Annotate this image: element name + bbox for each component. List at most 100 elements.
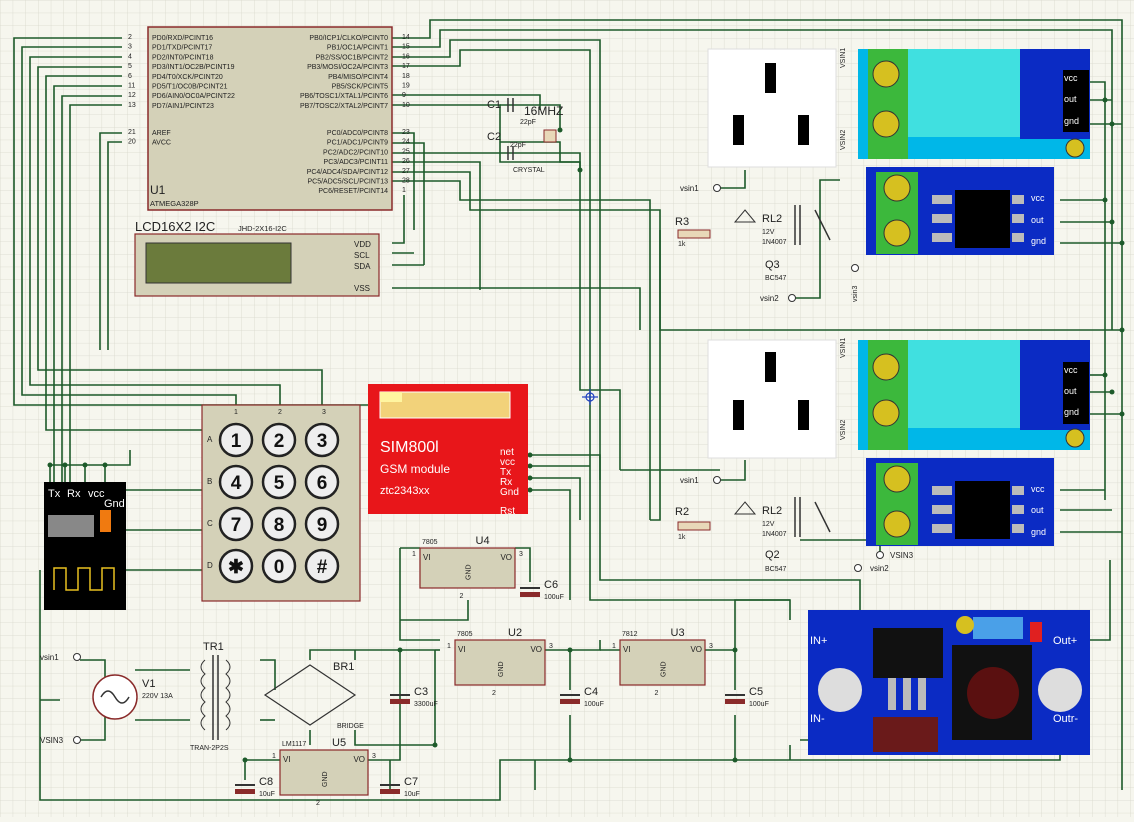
mcu-pin-number: 18: [402, 73, 410, 80]
reg-pin2: 2: [460, 593, 464, 600]
reg-gnd: GND: [322, 771, 329, 787]
relay-module-1[interactable]: vcc out gnd: [866, 167, 1054, 255]
driver1-in: vsin1: [680, 184, 699, 193]
cap-name: C8: [259, 776, 273, 788]
keypad-key[interactable]: 0: [261, 548, 297, 584]
mcu-pin-label: AVCC: [152, 140, 171, 147]
keypad-key[interactable]: 1: [218, 422, 254, 458]
reg-vo: VO: [500, 553, 512, 562]
keypad-key[interactable]: 7: [218, 506, 254, 542]
gsm-pin-vcc: vcc: [500, 457, 515, 468]
keypad-key[interactable]: 6: [304, 464, 340, 500]
buck-in-plus: IN+: [810, 635, 827, 647]
keypad-key-label: 5: [274, 473, 285, 494]
keypad-key[interactable]: 2: [261, 422, 297, 458]
crystal-freq: 16MHZ: [524, 104, 563, 118]
sensor1-gnd: gnd: [1064, 116, 1079, 126]
driver2-r: R2: [675, 506, 689, 518]
relay1-gnd: gnd: [1031, 236, 1046, 246]
serial-tx: Tx: [48, 488, 61, 500]
mcu-part: ATMEGA328P: [150, 199, 199, 208]
current-sensor-2[interactable]: VSIN1 VSIN2 vcc out gnd: [840, 338, 1090, 450]
keypad-key[interactable]: 3: [304, 422, 340, 458]
mcu-pin-number: 5: [128, 63, 132, 70]
reg-part: 7805: [457, 631, 473, 638]
crystal-circuit[interactable]: C1 16MHZ 22pF C2 22pF CRYSTAL: [487, 98, 563, 174]
sensor1-vcc: vcc: [1064, 73, 1078, 83]
relay2-gnd: gnd: [1031, 527, 1046, 537]
reg-pin1: 1: [272, 753, 276, 760]
sensor1-out: out: [1064, 94, 1077, 104]
gsm-subtitle: GSM module: [380, 462, 450, 476]
keypad-row-label: B: [207, 477, 212, 486]
relay-driver-2[interactable]: vsin1 R2 1k RL2 12V 1N4007 Q2 BC547 vsin…: [675, 476, 914, 573]
tr1-part: TRAN-2P2S: [190, 745, 229, 752]
reg-vi: VI: [458, 645, 466, 654]
driver1-rlval: 12V: [762, 229, 775, 236]
mcu-pin-number: 14: [402, 34, 410, 41]
mcu-pin-number: 25: [402, 148, 410, 155]
cap-value: 100uF: [584, 701, 604, 708]
driver1-diode: 1N4007: [762, 239, 787, 246]
lcd-module[interactable]: LCD16X2 I2C JHD-2X16-I2C VDD SCL SDA VSS: [134, 219, 380, 297]
current-sensor-1[interactable]: VSIN1 VSIN2 vcc out gnd: [840, 48, 1090, 159]
keypad-key[interactable]: ✱: [218, 548, 254, 584]
mcu-pin-label: PB2/SS/OC1B/PCINT2: [316, 54, 388, 61]
keypad-key[interactable]: 8: [261, 506, 297, 542]
buck-in-minus: IN-: [810, 713, 825, 725]
lcd-part: JHD-2X16-I2C: [238, 224, 287, 233]
relay-driver-1[interactable]: vsin1 R3 1k RL2 12V 1N4007 Q3 BC547 vsin…: [675, 184, 859, 303]
wires: [13, 19, 1123, 801]
reg-vo: VO: [690, 645, 702, 654]
serial-module[interactable]: Tx Rx vcc Gnd: [44, 482, 126, 610]
mcu-pin-number: 27: [402, 168, 410, 175]
keypad-key[interactable]: 4: [218, 464, 254, 500]
sensor2-vcc: vcc: [1064, 365, 1078, 375]
driver2-q: Q2: [765, 549, 780, 561]
gsm-module[interactable]: SIM800l GSM module ztc2343xx net vcc Tx …: [368, 384, 528, 517]
mcu-pin-number: 19: [402, 83, 410, 90]
reg-name: U4: [476, 535, 490, 547]
power-input[interactable]: vsin1 VSIN3 V1 220V 13A TR1 TRAN-2P2S BR…: [40, 641, 364, 752]
reg-pin3: 3: [709, 643, 713, 650]
mcu-atmega328p[interactable]: PD0/RXD/PCINT162PD1/TXD/PCINT173PD2/INT0…: [128, 26, 410, 211]
socket-1[interactable]: [707, 48, 837, 168]
relay1-out: out: [1031, 215, 1044, 225]
v1-value: 220V 13A: [142, 693, 173, 700]
c1-label: C1: [487, 99, 501, 111]
br1-name: BR1: [333, 661, 354, 673]
keypad-key[interactable]: 9: [304, 506, 340, 542]
socket-2[interactable]: [707, 339, 837, 459]
mcu-pin-label: PC2/ADC2/PCINT10: [323, 149, 388, 156]
mcu-pin-number: 6: [128, 73, 132, 80]
driver1-q: Q3: [765, 259, 780, 271]
power-vsin1: vsin1: [40, 653, 59, 662]
mcu-pin-number: 24: [402, 139, 410, 146]
serial-rx: Rx: [67, 488, 81, 500]
keypad-key[interactable]: #: [304, 548, 340, 584]
driver2-rl: RL2: [762, 505, 782, 517]
buck-converter[interactable]: IN+ IN- Out+ Outr-: [808, 610, 1090, 755]
driver1-vsin3: vsin3: [852, 286, 859, 302]
driver2-diode: 1N4007: [762, 531, 787, 538]
cap-value: 100uF: [749, 701, 769, 708]
keypad-key[interactable]: 5: [261, 464, 297, 500]
mcu-pin-number: 26: [402, 158, 410, 165]
power-vsin3: VSIN3: [40, 736, 64, 745]
driver2-in2: vsin2: [870, 564, 889, 573]
relay-module-2[interactable]: vcc out gnd: [866, 458, 1054, 546]
cap-value: 3300uF: [414, 701, 438, 708]
serial-vcc: vcc: [88, 488, 105, 500]
reg-part: LM1117: [282, 741, 306, 748]
